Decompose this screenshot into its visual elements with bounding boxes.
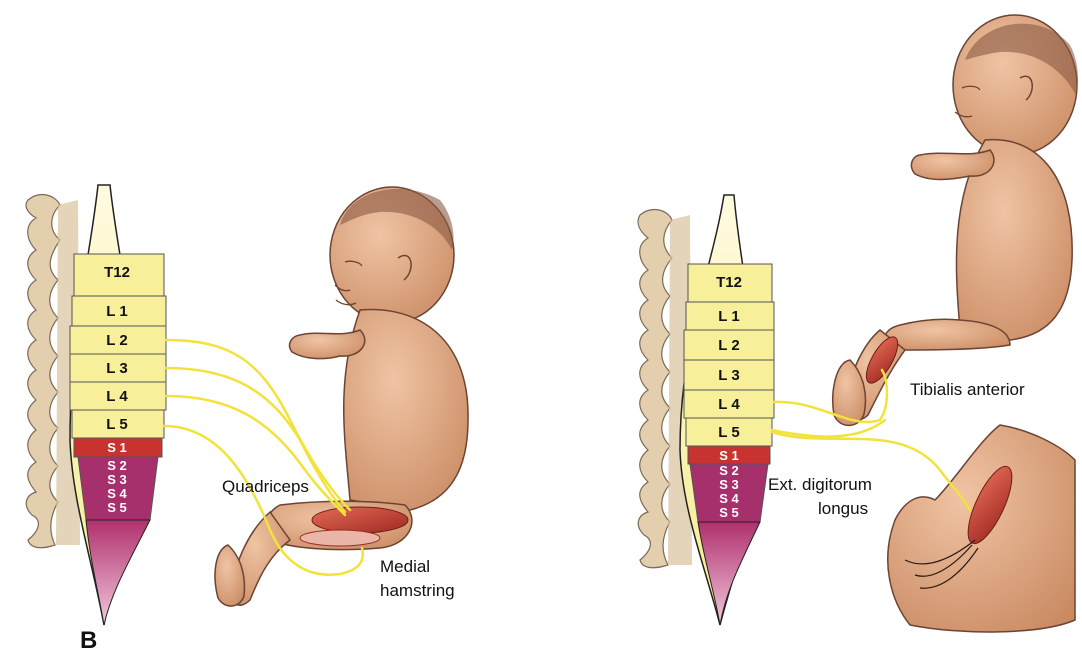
left-label-s5: S 5: [107, 500, 127, 515]
left-label-medial: Medial: [380, 557, 430, 576]
panel-letter-b: B: [80, 627, 97, 654]
left-label-l2: L 2: [106, 332, 127, 349]
right-label-t12: T12: [716, 274, 742, 291]
left-label-s4: S 4: [107, 486, 127, 501]
right-lumbar-segments: [684, 264, 774, 446]
right-label-s2: S 2: [719, 463, 739, 478]
right-foot-detail: [888, 425, 1075, 632]
left-vertebral-column: [26, 195, 60, 548]
right-label-l1: L 1: [718, 308, 739, 325]
left-label-l4: L 4: [106, 388, 128, 405]
right-panel: T12 L 1 L 2 L 3 L 4 L 5 S 1 S 2 S 3 S 4 …: [638, 15, 1078, 632]
left-label-l1: L 1: [106, 303, 127, 320]
right-label-s3: S 3: [719, 477, 739, 492]
left-label-s3: S 3: [107, 472, 127, 487]
right-label-l3: L 3: [718, 367, 739, 384]
right-infant-arm: [911, 150, 994, 180]
right-label-ext-digitorum: Ext. digitorum: [768, 475, 872, 494]
right-label-s1: S 1: [719, 448, 739, 463]
left-panel: T12 L 1 L 2 L 3 L 4 L 5 S 1 S 2 S 3 S 4 …: [26, 185, 468, 654]
right-label-s4: S 4: [719, 491, 739, 506]
right-label-l5: L 5: [718, 424, 739, 441]
right-infant-illustration: [833, 15, 1078, 425]
left-label-s1: S 1: [107, 440, 127, 455]
left-label-l3: L 3: [106, 360, 127, 377]
left-infant-arm: [290, 330, 365, 359]
left-infant-illustration: [215, 187, 468, 606]
left-label-t12: T12: [104, 264, 130, 281]
right-vertebral-column: [638, 210, 672, 568]
left-hamstring-muscle: [300, 530, 380, 546]
left-label-l5: L 5: [106, 416, 127, 433]
left-infant-foot: [215, 545, 244, 606]
left-label-quadriceps: Quadriceps: [222, 477, 309, 496]
left-quadriceps-muscle: [312, 507, 408, 533]
right-label-tibialis-anterior: Tibialis anterior: [910, 380, 1025, 399]
right-label-l2: L 2: [718, 337, 739, 354]
left-conus-tail: [86, 520, 150, 625]
right-label-l4: L 4: [718, 396, 740, 413]
left-label-hamstring: hamstring: [380, 581, 455, 600]
left-label-s2: S 2: [107, 458, 127, 473]
right-label-s5: S 5: [719, 505, 739, 520]
right-label-longus: longus: [818, 499, 868, 518]
